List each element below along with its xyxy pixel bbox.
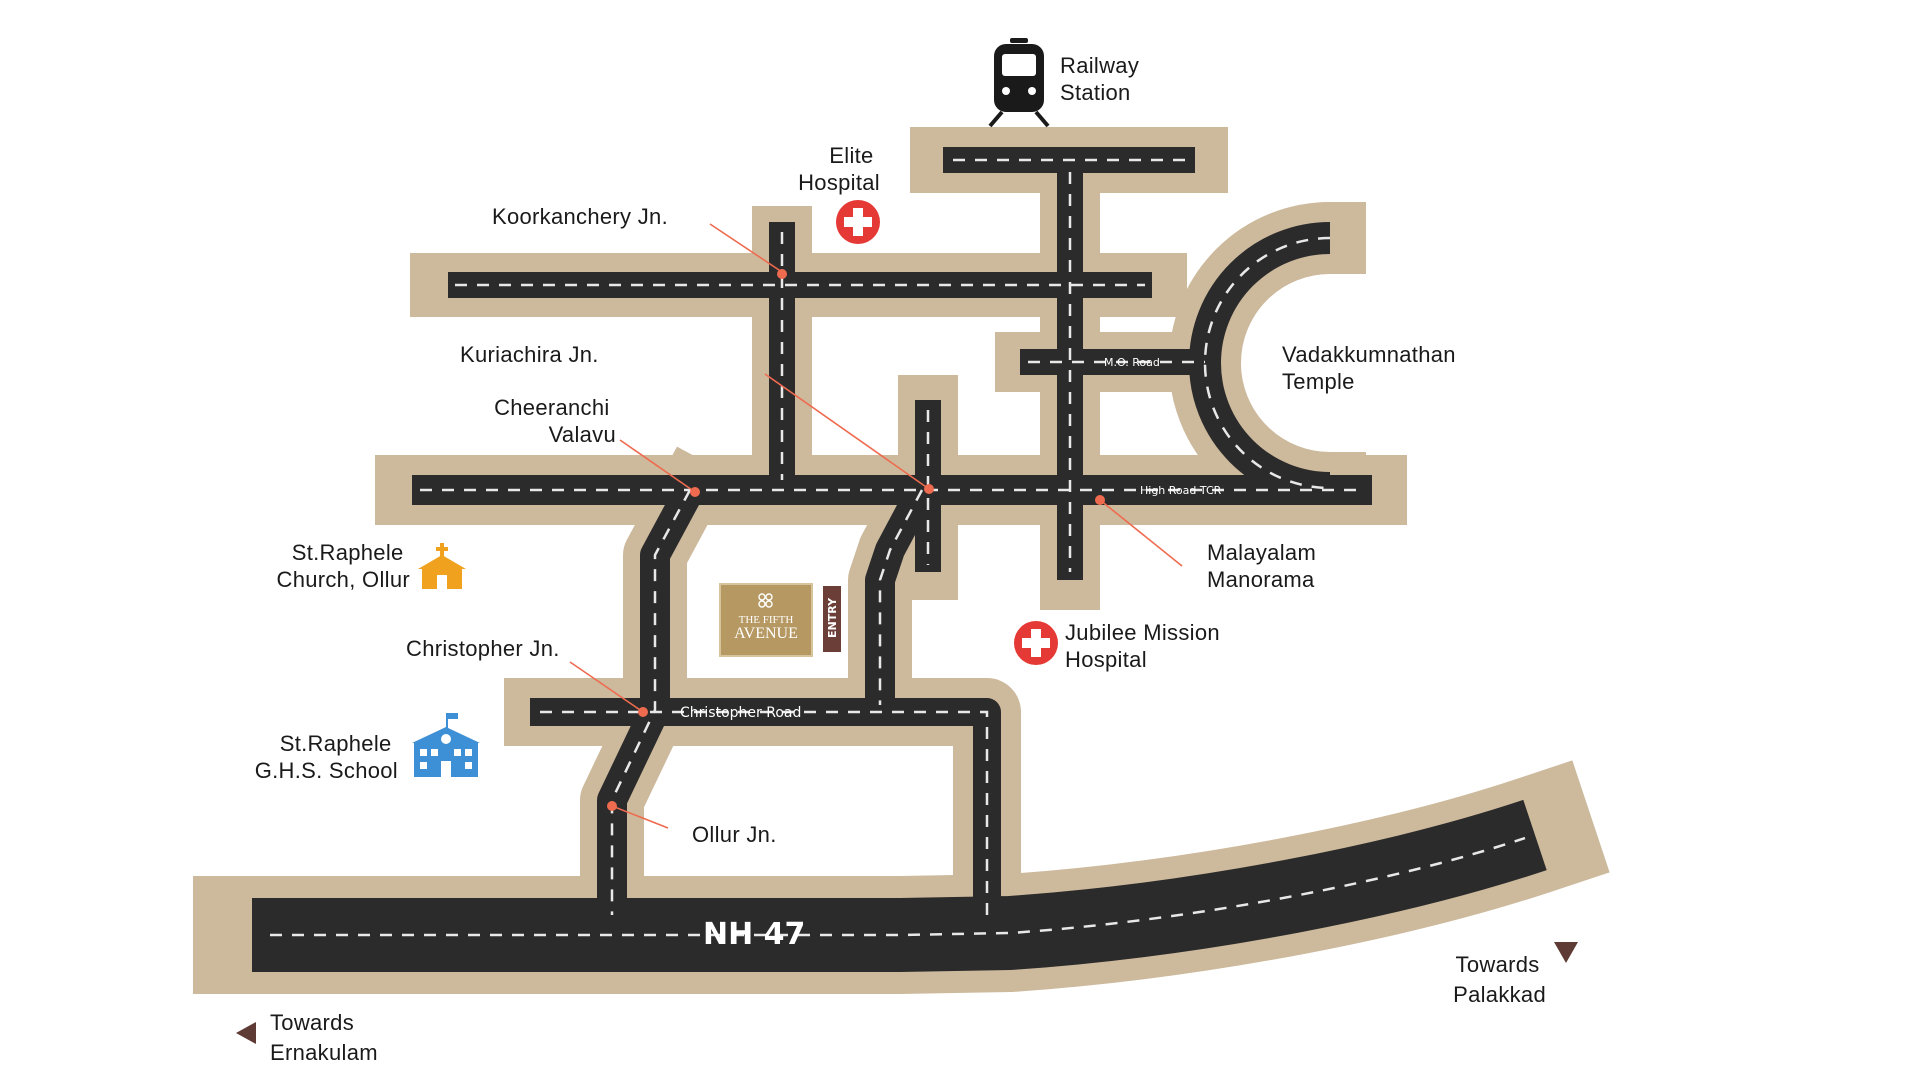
palakkad-line2: Palakkad <box>1453 982 1546 1007</box>
lane-markings <box>270 158 1526 937</box>
jubilee-label: Jubilee Mission Hospital <box>1065 620 1226 672</box>
jubilee-line1: Jubilee Mission <box>1065 620 1220 645</box>
left-arrow-icon <box>236 1022 256 1044</box>
church-label: St.Raphele Church, Ollur <box>277 540 411 592</box>
railway-line1: Railway <box>1060 53 1139 78</box>
vadakkumnathan-line2: Temple <box>1282 369 1355 394</box>
christopher-label: Christopher Jn. <box>406 636 560 661</box>
palakkad-line1: Towards <box>1456 952 1540 977</box>
cheeranchi-label: Cheeranchi Valavu <box>494 395 616 447</box>
school-line1: St.Raphele <box>280 731 392 756</box>
railway-label: Railway Station <box>1060 53 1146 105</box>
manorama-marker <box>1095 495 1105 505</box>
logo-line2: AVENUE <box>734 625 798 642</box>
cheeranchi-line1: Cheeranchi <box>494 395 610 420</box>
hospital-cross-icon <box>1014 621 1058 665</box>
nh47-label: NH 47 <box>703 917 805 952</box>
church-icon <box>418 543 466 589</box>
train-icon <box>988 38 1050 128</box>
ernakulam-line1: Towards <box>270 1010 354 1035</box>
high-road-label: High Road TCR <box>1140 484 1222 497</box>
church-line2: Church, Ollur <box>277 567 411 592</box>
junction-leaders <box>569 223 1183 829</box>
manorama-line1: Malayalam <box>1207 540 1316 565</box>
cheeranchi-marker <box>690 487 700 497</box>
ernakulam-label: Towards Ernakulam <box>270 1010 378 1065</box>
ernakulam-line2: Ernakulam <box>270 1040 378 1065</box>
project-logo: THE FIFTH AVENUE <box>719 583 813 657</box>
kuriachira-label: Kuriachira Jn. <box>460 342 599 367</box>
vadakkumnathan-label: Vadakkumnathan Temple <box>1282 342 1462 394</box>
cheeranchi-line2: Valavu <box>549 422 616 447</box>
entry-label: ENTRY <box>826 597 839 638</box>
ollur-label: Ollur Jn. <box>692 822 777 847</box>
logo-line1: THE FIFTH <box>739 614 794 626</box>
logo-mark-icon <box>758 593 773 608</box>
junction-markers <box>607 269 1105 811</box>
christopher-marker <box>638 707 648 717</box>
vadakkumnathan-line1: Vadakkumnathan <box>1282 342 1456 367</box>
jubilee-line2: Hospital <box>1065 647 1147 672</box>
school-line2: G.H.S. School <box>255 758 398 783</box>
palakkad-label: Towards Palakkad <box>1453 952 1546 1007</box>
entry-sign: ENTRY <box>823 586 841 652</box>
christopher-road-label: Christopher Road <box>680 705 801 721</box>
ollur-marker <box>607 801 617 811</box>
church-line1: St.Raphele <box>292 540 404 565</box>
railway-line2: Station <box>1060 80 1131 105</box>
hospital-cross-icon <box>836 200 880 244</box>
manorama-label: Malayalam Manorama <box>1207 540 1323 592</box>
koorkanchery-marker <box>777 269 787 279</box>
down-arrow-icon <box>1554 942 1578 963</box>
elite-hospital-label: Elite Hospital <box>798 143 880 195</box>
manorama-line2: Manorama <box>1207 567 1315 592</box>
koorkanchery-label: Koorkanchery Jn. <box>492 204 668 229</box>
elite-line1: Elite <box>829 143 873 168</box>
kuriachira-marker <box>924 484 934 494</box>
school-icon <box>412 713 480 777</box>
school-label: St.Raphele G.H.S. School <box>255 731 398 783</box>
elite-line2: Hospital <box>798 170 880 195</box>
mo-road-label: M.O. Road <box>1104 356 1160 369</box>
